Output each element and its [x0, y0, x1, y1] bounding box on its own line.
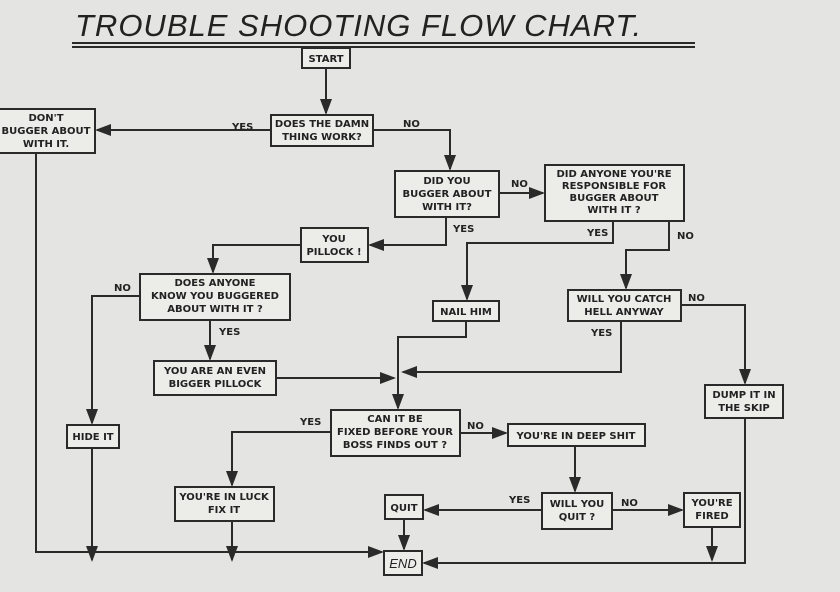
- label-text: BUGGER ABOUT: [2, 126, 91, 137]
- node-does-anyone-know: DOES ANYONE KNOW YOU BUGGERED ABOUT WITH…: [139, 273, 291, 321]
- label-text: DON'T: [28, 113, 63, 124]
- label-text: YES: [452, 224, 474, 235]
- node-dont: DON'T BUGGER ABOUT WITH IT.: [0, 108, 96, 154]
- label-text: WITH IT ?: [587, 205, 640, 216]
- label-text: YOU ARE AN EVEN: [163, 366, 266, 377]
- label-text: YOU'RE IN LUCK: [178, 492, 270, 503]
- label-text: BIGGER PILLOCK: [169, 379, 263, 390]
- label-text: YES: [586, 228, 608, 239]
- node-works: DOES THE DAMN THING WORK?: [270, 114, 374, 147]
- connectors: [35, 68, 751, 569]
- node-text: START: [308, 54, 343, 65]
- label-text: NO: [467, 421, 484, 432]
- label-text: NAIL HIM: [440, 307, 492, 318]
- label-text: NO: [511, 179, 528, 190]
- node-catch-hell: WILL YOU CATCH HELL ANYWAY: [567, 289, 682, 322]
- label-text: THING WORK?: [282, 132, 362, 143]
- label-text: YOU'RE: [690, 498, 732, 509]
- label-text: NO: [688, 293, 705, 304]
- label-text: YES: [299, 417, 321, 428]
- node-end: END: [383, 550, 423, 576]
- node-pillock: YOU PILLOCK !: [300, 227, 369, 263]
- label-text: DID ANYONE YOU'RE: [556, 169, 671, 180]
- edge-labels: YES NO NO YES YES NO NO YES NO YES YES N…: [114, 119, 705, 509]
- label-text: ABOUT WITH IT ?: [167, 304, 263, 315]
- label-text: QUIT: [390, 503, 417, 514]
- label-text: RESPONSIBLE FOR: [562, 181, 666, 192]
- node-dump-it: DUMP IT IN THE SKIP: [704, 384, 784, 419]
- node-in-luck: YOU'RE IN LUCK FIX IT: [174, 486, 275, 522]
- label-text: DID YOU: [423, 176, 470, 187]
- label-text: YES: [590, 328, 612, 339]
- label-text: KNOW YOU BUGGERED: [151, 291, 279, 302]
- label-text: YOU'RE IN DEEP SHIT: [515, 431, 635, 442]
- label-text: QUIT ?: [559, 512, 596, 523]
- node-did-you: DID YOU BUGGER ABOUT WITH IT?: [394, 170, 500, 218]
- label-text: FIXED BEFORE YOUR: [337, 427, 453, 438]
- label-text: YES: [231, 122, 253, 133]
- label-text: FIX IT: [208, 505, 240, 516]
- label-text: THE SKIP: [718, 403, 770, 414]
- label-text: WILL YOU CATCH: [577, 294, 672, 305]
- label-text: HELL ANYWAY: [584, 307, 664, 318]
- label-text: YOU: [321, 234, 346, 245]
- label-text: NO: [403, 119, 420, 130]
- node-will-you-quit: WILL YOU QUIT ?: [541, 492, 613, 530]
- label-text: YES: [508, 495, 530, 506]
- node-nail-him: NAIL HIM: [432, 300, 500, 322]
- label-text: DOES ANYONE: [174, 278, 255, 289]
- label-text: PILLOCK !: [306, 247, 361, 258]
- node-even-bigger-pillock: YOU ARE AN EVEN BIGGER PILLOCK: [153, 360, 277, 396]
- label-text: DUMP IT IN: [712, 390, 775, 401]
- label-text: BUGGER ABOUT: [403, 189, 492, 200]
- label-text: DOES THE DAMN: [275, 119, 369, 130]
- node-fired: YOU'RE FIRED: [683, 492, 741, 528]
- label-text: CAN IT BE: [367, 414, 423, 425]
- label-text: FIRED: [695, 511, 728, 522]
- node-deep-shit: YOU'RE IN DEEP SHIT: [507, 423, 646, 447]
- node-hide-it: HIDE IT: [66, 424, 120, 449]
- label-text: WITH IT.: [23, 139, 69, 150]
- label-text: HIDE IT: [72, 432, 113, 443]
- node-quit: QUIT: [384, 494, 424, 520]
- label-text: WILL YOU: [550, 499, 604, 510]
- label-text: WITH IT?: [422, 202, 472, 213]
- node-start: START: [301, 47, 351, 69]
- label-text: NO: [677, 231, 694, 242]
- chart-title: TROUBLE SHOOTING FLOW CHART.: [75, 8, 642, 43]
- label-text: END: [389, 556, 416, 571]
- node-can-it-be-fixed: CAN IT BE FIXED BEFORE YOUR BOSS FINDS O…: [330, 409, 461, 457]
- label-text: YES: [218, 327, 240, 338]
- label-text: BOSS FINDS OUT ?: [343, 440, 447, 451]
- label-text: BUGGER ABOUT: [570, 193, 659, 204]
- label-text: NO: [621, 498, 638, 509]
- node-anyone-responsible: DID ANYONE YOU'RE RESPONSIBLE FOR BUGGER…: [544, 164, 685, 222]
- label-text: NO: [114, 283, 131, 294]
